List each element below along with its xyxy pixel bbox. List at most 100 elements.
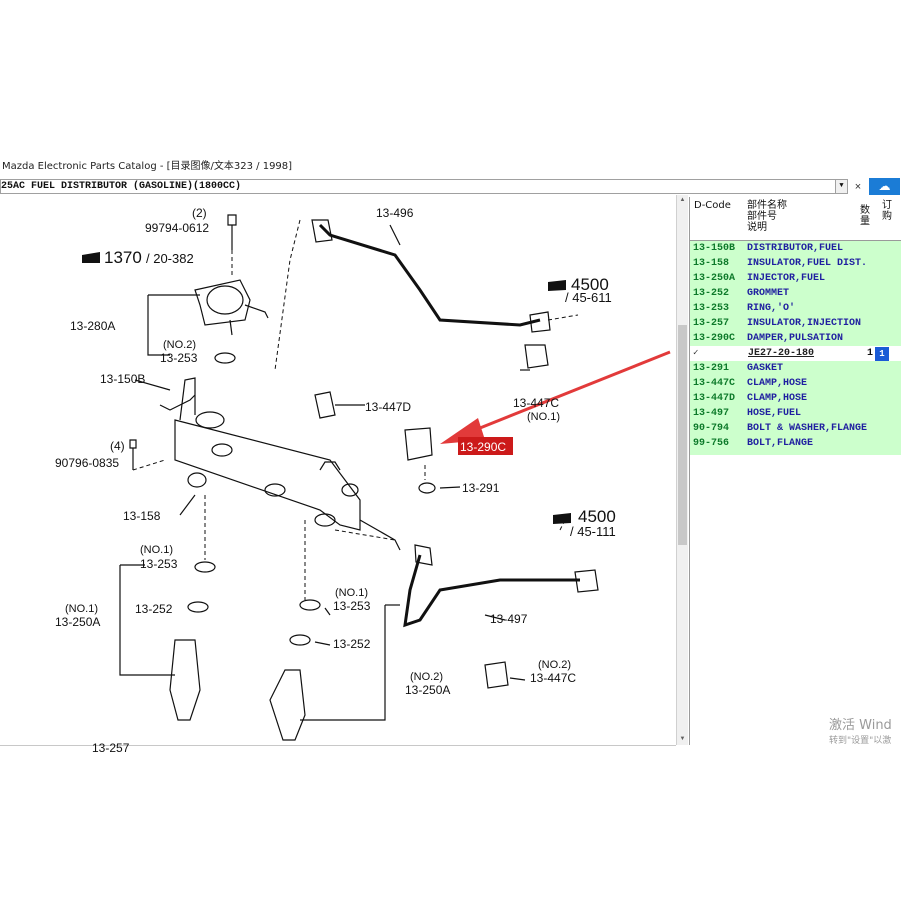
label-no1-a: (NO.1)	[65, 603, 98, 615]
injector-no1	[169, 639, 201, 721]
label-13447c-b[interactable]: 13-447C	[530, 671, 576, 685]
fuel-hose-497	[403, 554, 580, 628]
part-name: GROMMET	[747, 288, 790, 299]
section-select[interactable]: 25AC FUEL DISTRIBUTOR (GASOLINE)(1800CC)…	[0, 179, 848, 194]
parts-diagram[interactable]: (2) 99794-0612 1370 / 20-382 13-280A (NO…	[0, 195, 676, 755]
parts-list-header: D-Code 部件名称 部件号 说明 数量 订 购	[690, 197, 901, 241]
label-13252-b[interactable]: 13-252	[333, 637, 371, 651]
part-name: HOSE,FUEL	[747, 408, 802, 419]
label-13290c[interactable]: 13-290C	[460, 440, 506, 454]
label-no1-c: (NO.1)	[527, 411, 560, 423]
part-name: INSULATOR,FUEL DIST.	[747, 258, 868, 269]
label-13291[interactable]: 13-291	[462, 481, 500, 495]
label-13252-a[interactable]: 13-252	[135, 602, 173, 616]
scroll-up-icon[interactable]: ▲	[679, 197, 686, 203]
table-row[interactable]: 13-257 INSULATOR,INJECTION	[690, 316, 901, 331]
activation-watermark: 激活 Wind	[829, 718, 892, 733]
header-order[interactable]: 订 购	[882, 200, 892, 222]
header-dcode[interactable]: D-Code	[694, 200, 731, 211]
label-no2-b: (NO.2)	[538, 659, 571, 671]
label-20382[interactable]: / 20-382	[146, 251, 194, 266]
diagram-scrollbar[interactable]: ▲ ▼	[676, 195, 688, 745]
label-13257[interactable]: 13-257	[92, 741, 130, 755]
order-qty-input[interactable]: 1	[875, 347, 889, 361]
hand-pointer-icon	[82, 252, 100, 263]
hand-pointer-icon	[553, 513, 571, 524]
scrollbar-thumb[interactable]	[678, 325, 687, 545]
part-name: INJECTOR,FUEL	[747, 273, 826, 284]
clamp-447d	[314, 391, 336, 419]
label-13447c-a[interactable]: 13-447C	[513, 396, 559, 410]
injector-no2	[269, 669, 306, 741]
part-dcode: 13-447C	[693, 378, 736, 389]
label-99794[interactable]: 99794-0612	[145, 221, 209, 235]
label-13496[interactable]: 13-496	[376, 206, 414, 220]
window-title-bar: Mazda Electronic Parts Catalog - [目录图像/文…	[0, 156, 900, 178]
part-name: GASKET	[747, 363, 784, 374]
table-row[interactable]: 13-158 INSULATOR,FUEL DIST.	[690, 256, 901, 271]
scroll-down-icon[interactable]: ▼	[679, 736, 686, 742]
part-dcode: 13-252	[693, 288, 730, 299]
table-row[interactable]: 13-291 GASKET	[690, 361, 901, 376]
table-row[interactable]: 13-252 GROMMET	[690, 286, 901, 301]
annotation-arrow	[469, 350, 671, 434]
label-13497[interactable]: 13-497	[490, 612, 528, 626]
part-name: CLAMP,HOSE	[747, 393, 808, 404]
table-row[interactable]: 13-447C CLAMP,HOSE	[690, 376, 901, 391]
table-row[interactable]: 13-253 RING,'O'	[690, 301, 901, 316]
part-dcode: 13-291	[693, 363, 730, 374]
label-4: (4)	[110, 439, 125, 453]
activation-watermark-sub: 转到"设置"以激	[829, 736, 892, 746]
label-13250a-a[interactable]: 13-250A	[55, 615, 100, 629]
label-45111[interactable]: / 45-111	[570, 524, 616, 539]
label-45611[interactable]: / 45-611	[565, 290, 612, 305]
checkmark-icon[interactable]: ✓	[693, 348, 699, 358]
label-4500-a[interactable]: 4500	[571, 275, 609, 294]
chevron-down-icon[interactable]: ▼	[835, 179, 848, 194]
hand-pointer-icon	[548, 280, 566, 291]
label-13158[interactable]: 13-158	[123, 509, 161, 523]
cloud-icon[interactable]: ☁	[869, 178, 900, 195]
label-no2-c: (NO.2)	[410, 671, 443, 683]
label-1370[interactable]: 1370	[104, 248, 142, 267]
header-qty[interactable]: 数量	[860, 205, 870, 227]
part-qty: 1	[867, 348, 874, 359]
table-row[interactable]: 13-250A INJECTOR,FUEL	[690, 271, 901, 286]
parts-diagram-svg: (2) 99794-0612 1370 / 20-382 13-280A (NO…	[55, 206, 671, 755]
part-name: DAMPER,PULSATION	[747, 333, 844, 344]
label-13447d[interactable]: 13-447D	[365, 400, 411, 414]
distributor-rail	[174, 419, 361, 531]
label-no1-b: (NO.1)	[140, 544, 173, 556]
part-dcode: 13-257	[693, 318, 730, 329]
label-13280a[interactable]: 13-280A	[70, 319, 115, 333]
header-part-name[interactable]: 部件名称 部件号 说明	[747, 200, 787, 233]
part-dcode: 13-253	[693, 303, 730, 314]
part-name: RING,'O'	[747, 303, 796, 314]
window-title: Mazda Electronic Parts Catalog - [目录图像/文…	[2, 161, 293, 172]
close-icon[interactable]: ×	[854, 181, 862, 193]
label-4500-b[interactable]: 4500	[578, 507, 616, 526]
label-13250a-b[interactable]: 13-250A	[405, 683, 450, 697]
section-select-value: 25AC FUEL DISTRIBUTOR (GASOLINE)(1800CC)	[1, 181, 242, 192]
part-name: CLAMP,HOSE	[747, 378, 808, 389]
label-2: (2)	[192, 206, 207, 220]
label-13150b[interactable]: 13-150B	[100, 372, 145, 386]
highlight-box	[458, 437, 513, 455]
part-dcode: 13-158	[693, 258, 730, 269]
pressure-regulator	[194, 279, 251, 326]
label-90796[interactable]: 90796-0835	[55, 456, 119, 470]
part-dcode: 13-250A	[693, 273, 736, 284]
part-name: INSULATOR,INJECTION	[747, 318, 862, 329]
label-13253-b[interactable]: 13-253	[140, 557, 178, 571]
label-13253-a[interactable]: 13-253	[160, 351, 198, 365]
label-13253-c[interactable]: 13-253	[333, 599, 371, 613]
